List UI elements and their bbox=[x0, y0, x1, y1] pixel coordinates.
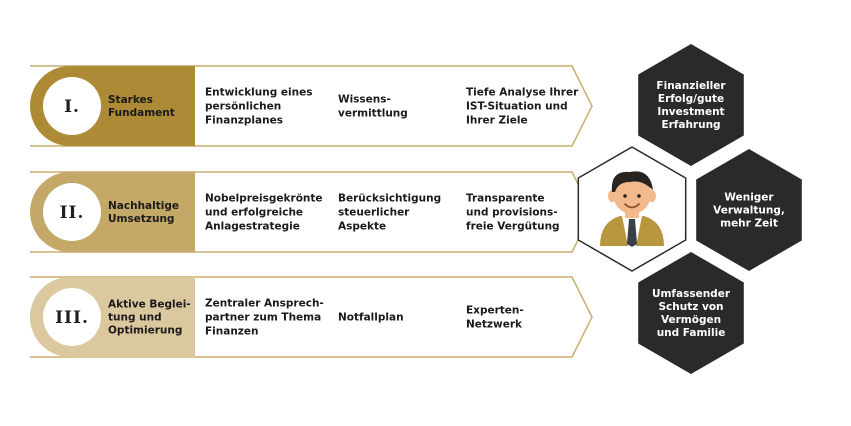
center-hexagon bbox=[577, 146, 687, 272]
benefit-text-line: Umfassender bbox=[652, 288, 731, 300]
avatar-eye bbox=[637, 194, 641, 198]
benefit-text-line: Erfahrung bbox=[661, 119, 720, 131]
avatar-hair bbox=[611, 171, 653, 192]
row-label-line: Nachhaltige bbox=[108, 200, 179, 212]
benefit-text-line: mehr Zeit bbox=[720, 218, 778, 230]
row-cell-text-line: IST-Situation und bbox=[466, 101, 568, 113]
row-cell-text: Transparente und provisions-freie Vergütu… bbox=[466, 193, 560, 233]
benefit-text-line: Erfolg/gute bbox=[658, 93, 724, 105]
row-cell-text-line: und erfolgreiche bbox=[205, 207, 303, 219]
benefit-text-line: Schutz von bbox=[658, 301, 723, 313]
row-cell-text-line: und provisions- bbox=[466, 207, 558, 219]
businessman-avatar-icon bbox=[600, 171, 664, 247]
row-numeral: III. bbox=[55, 308, 89, 328]
row-label-line: Umsetzung bbox=[108, 213, 174, 225]
benefit-text-line: Investment bbox=[657, 106, 724, 118]
row-numeral: I. bbox=[64, 97, 80, 117]
row-label-line: tung und bbox=[108, 312, 162, 324]
row-cell-text-line: persönlichen bbox=[205, 101, 281, 113]
row-cell-text-line: Zentraler Ansprech- bbox=[205, 298, 324, 310]
avatar-eye bbox=[623, 194, 627, 198]
row-cell-text: Notfallplan bbox=[338, 312, 404, 324]
numeral-circle bbox=[43, 183, 101, 241]
row-cell-text-line: Entwicklung eines bbox=[205, 87, 312, 99]
row-cell-text-line: vermittlung bbox=[338, 108, 408, 120]
row-label-line: Optimierung bbox=[108, 325, 182, 337]
row-cell-text-line: Finanzen bbox=[205, 326, 259, 338]
row-cell-text: Experten- Netzwerk bbox=[466, 305, 524, 331]
row-cell-text-line: Nobelpreisgekrönte bbox=[205, 193, 323, 205]
row-cell-text-line: Wissens- bbox=[338, 94, 391, 106]
avatar-tie bbox=[627, 219, 637, 247]
row-cell-text-line: Ihrer Ziele bbox=[466, 115, 528, 127]
benefit-text-line: Vermögen bbox=[661, 314, 721, 326]
row-cell-text-line: Experten- bbox=[466, 305, 524, 317]
row-label-line: Starkes bbox=[108, 94, 153, 106]
row-cell-text-line: Aspekte bbox=[338, 221, 386, 233]
row-cell-text-line: freie Vergütung bbox=[466, 221, 560, 233]
numeral-circle bbox=[43, 288, 101, 346]
row-cell-text: Wissens-vermittlung bbox=[338, 94, 408, 120]
benefit-hexagon-shape bbox=[638, 44, 744, 166]
row-label-line: Fundament bbox=[108, 107, 175, 119]
avatar-smile bbox=[624, 203, 640, 209]
benefit-text-line: Weniger bbox=[724, 192, 774, 204]
row-cell-text-line: Berücksichtigung bbox=[338, 193, 441, 205]
row-cell-text-line: Tiefe Analyse Ihrer bbox=[466, 87, 579, 99]
row-numeral: II. bbox=[60, 203, 85, 223]
row-cell-text-line: Notfallplan bbox=[338, 312, 404, 324]
avatar-face bbox=[613, 174, 651, 214]
row-label-line: Aktive Beglei- bbox=[108, 299, 191, 311]
benefit-hexagon-shape bbox=[638, 252, 744, 374]
benefit-text-line: Verwaltung, bbox=[713, 205, 785, 217]
benefit-text-line: Finanzieller bbox=[656, 80, 726, 92]
row-cell-text-line: partner zum Thema bbox=[205, 312, 321, 324]
row-cell-text-line: Netzwerk bbox=[466, 319, 523, 331]
benefit-text-line: und Familie bbox=[657, 327, 726, 339]
row-cell-text-line: Anlagestrategie bbox=[205, 221, 300, 233]
benefit-hexagon-shape bbox=[696, 149, 802, 271]
row-cell-text-line: steuerlicher bbox=[338, 207, 410, 219]
numeral-circle bbox=[43, 77, 101, 135]
row-cell-text-line: Transparente bbox=[466, 193, 545, 205]
row-cell-text-line: Finanzplanes bbox=[205, 115, 283, 127]
